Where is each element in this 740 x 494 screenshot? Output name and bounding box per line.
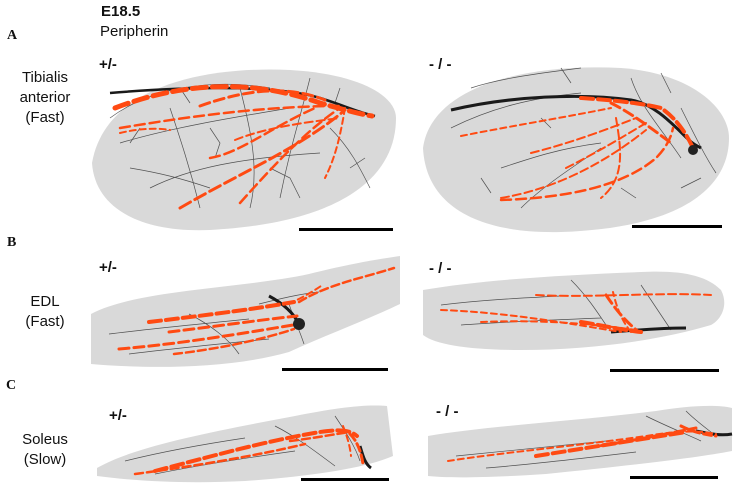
scale-bar [282,368,388,371]
fiber-type: (Fast) [25,313,65,330]
genotype-label-het: +/- [109,407,127,424]
row-letter-b: B [7,235,17,250]
micrograph [423,67,729,233]
genotype-label-ko: - / - [429,56,452,73]
muscle-name: Tibialis [21,69,69,86]
genotype-label-ko: - / - [436,403,459,420]
scale-bar [630,476,718,479]
muscle-name: Soleus [22,431,68,448]
scale-bar [610,369,719,372]
micrograph [97,405,393,483]
genotype-label-het: +/- [99,56,117,73]
genotype-label-het: +/- [99,259,117,276]
panel-edl-het: +/- [89,244,402,376]
panel-ta-ko: - / - [421,48,731,235]
micrograph [91,256,400,367]
scale-bar [301,478,389,481]
genotype-label-ko: - / - [429,260,452,277]
fiber-type: (Slow) [23,451,67,468]
stage-label: E18.5 [101,3,141,20]
panel-ta-het: +/- [90,48,398,235]
row-letter-a: A [7,28,18,43]
panel-soleus-het: +/- [95,396,395,488]
muscle-label-soleus: Soleus (Slow) [5,430,85,470]
scale-bar [299,228,393,231]
micrograph [423,271,725,350]
scale-bar [632,225,722,228]
fiber-type: (Fast) [25,109,65,126]
panel-edl-ko: - / - [421,250,734,382]
muscle-name: EDL [30,293,60,310]
micrograph [92,69,396,231]
muscle-label-ta: Tibialis anterior (Fast) [5,68,85,128]
muscle-name-line2: anterior [19,89,71,106]
micrograph [428,405,733,478]
stain-label: Peripherin [100,23,169,40]
muscle-label-edl: EDL (Fast) [5,292,85,332]
panel-soleus-ko: - / - [426,396,734,488]
row-letter-c: C [6,378,17,393]
